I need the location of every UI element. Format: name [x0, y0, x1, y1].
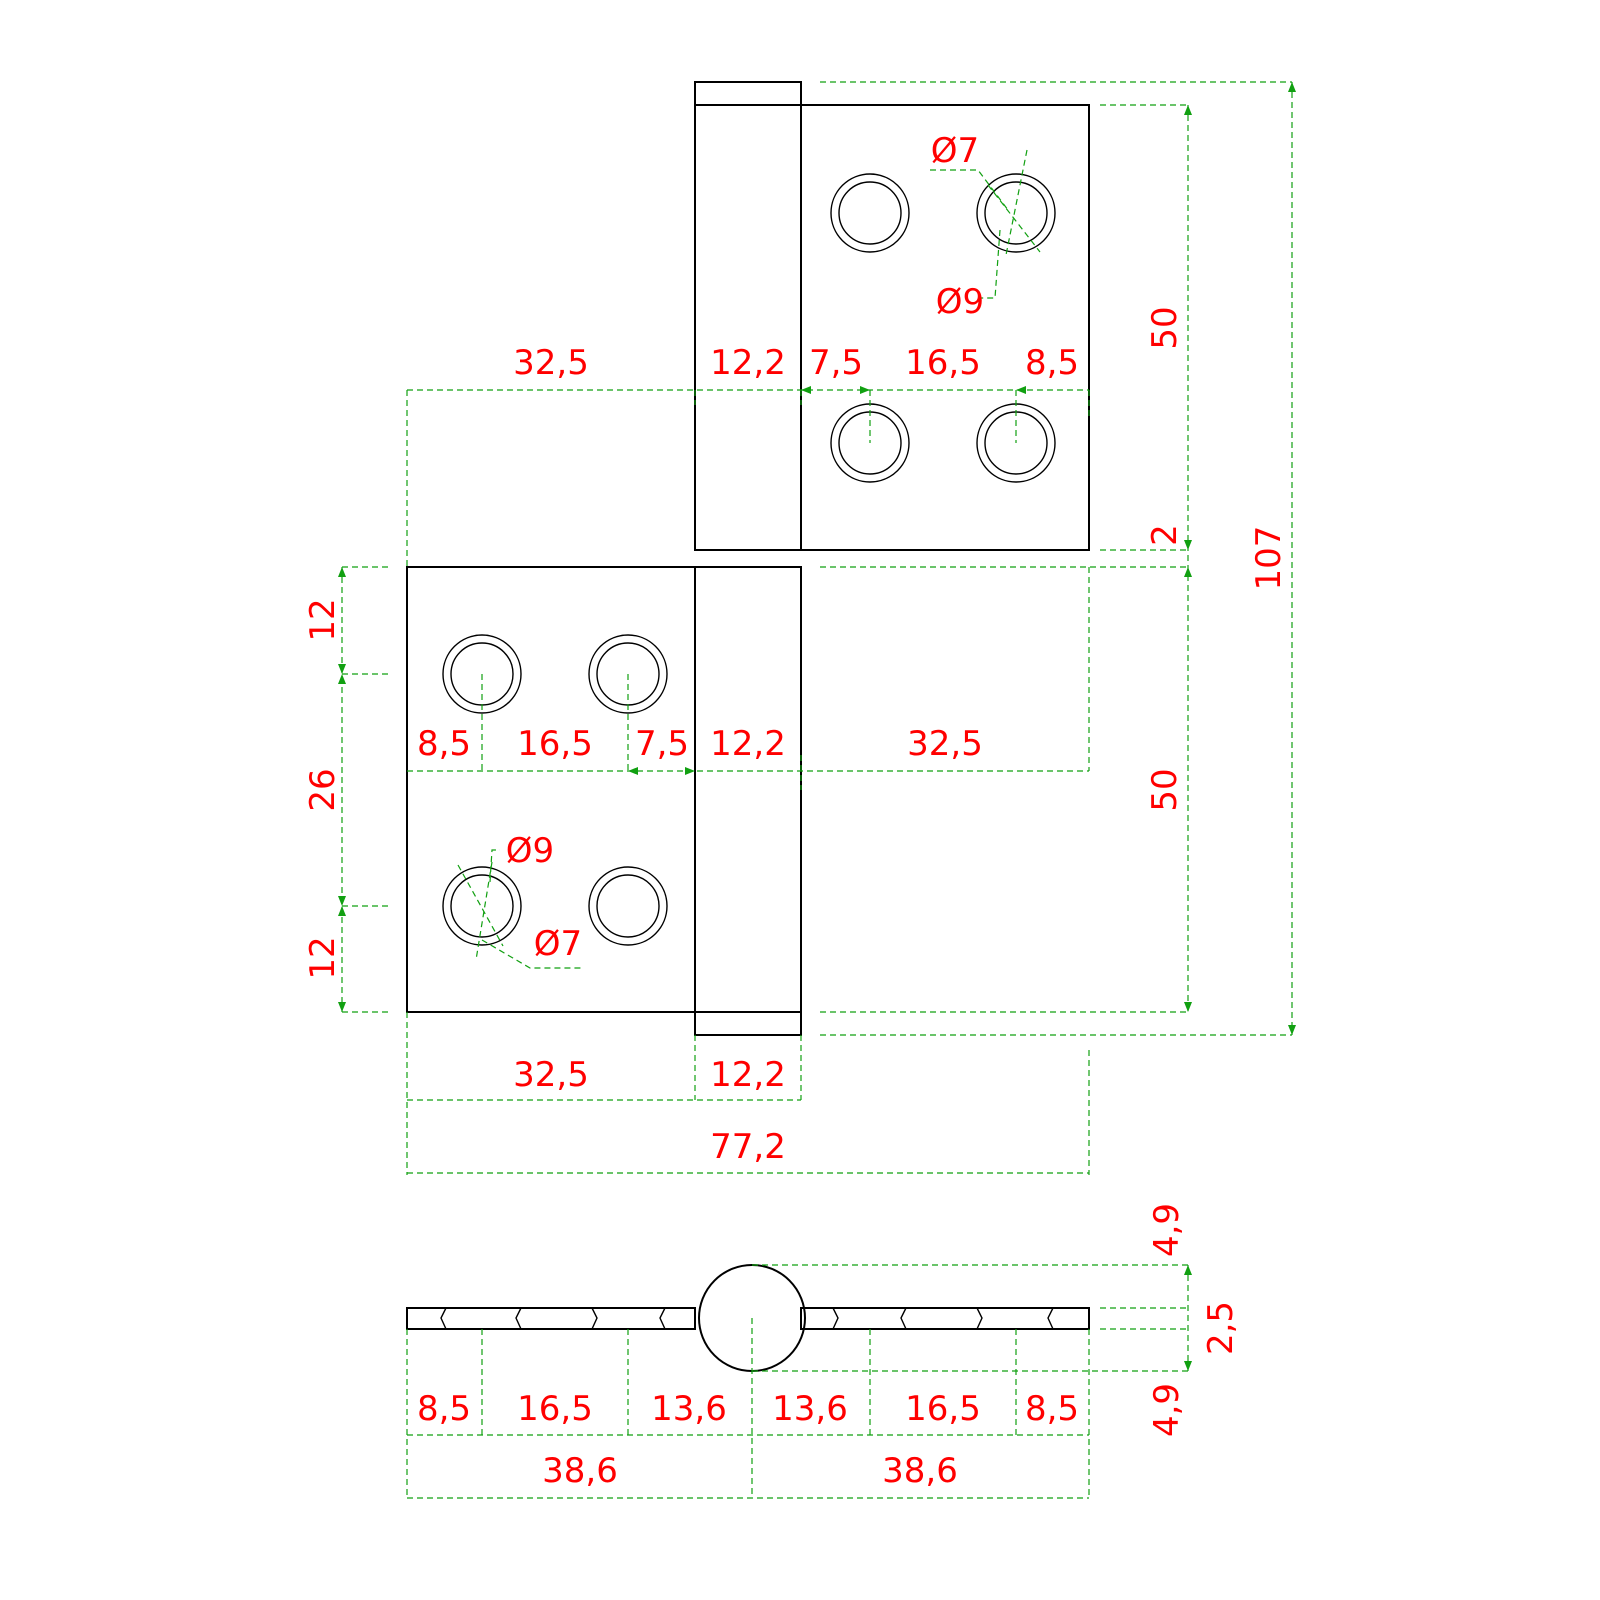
dim-label-diameter: Ø7 [931, 131, 979, 171]
side-right-leaf [800, 1307, 1090, 1330]
dim-label: 7,5 [809, 343, 863, 383]
lower-holes [442, 634, 668, 946]
dim-label: 2 [1145, 524, 1185, 546]
dimension-lines [341, 81, 1293, 1499]
dim-label: 7,5 [635, 724, 689, 764]
dimension-arrowhead [338, 664, 346, 674]
dim-label-diameter: Ø7 [534, 924, 582, 964]
dim-label: 50 [1145, 306, 1185, 349]
dim-label: 16,5 [517, 1389, 593, 1429]
dim-label: 32,5 [907, 724, 983, 764]
upper-knuckle-outline [694, 81, 802, 551]
dim-label: 107 [1249, 526, 1289, 591]
dimension-arrowhead [860, 386, 870, 394]
dimension-arrowhead [338, 567, 346, 577]
side-view [406, 1264, 1090, 1372]
dim-label: 12,2 [710, 724, 786, 764]
dim-label: 16,5 [905, 1389, 981, 1429]
dimension-arrowhead [338, 896, 346, 906]
hole-outer-countersink [830, 173, 910, 253]
upper-leaf [694, 81, 1090, 551]
dimension-arrows [338, 82, 1296, 1371]
dim-label: 4,9 [1147, 1383, 1187, 1437]
dimension-arrowhead [685, 767, 695, 775]
hole-inner-bore [450, 874, 514, 938]
dim-label: 32,5 [513, 1055, 589, 1095]
dim-label: 12 [303, 598, 343, 641]
dimension-arrowhead [338, 674, 346, 684]
dim-label: 16,5 [905, 343, 981, 383]
side-left-leaf [406, 1307, 696, 1330]
dimension-arrowhead [1184, 1361, 1192, 1371]
dimension-arrowhead [1184, 105, 1192, 115]
dim-label: 8,5 [417, 724, 471, 764]
dimension-arrowhead [1288, 82, 1296, 92]
dim-label: 12,2 [710, 343, 786, 383]
dim-label: 12,2 [710, 1055, 786, 1095]
upper-leaf-plate-outline [800, 104, 1090, 551]
dim-label: 77,2 [710, 1127, 786, 1167]
lower-leaf [406, 566, 802, 1036]
hole-outer-countersink [442, 866, 522, 946]
dimension-labels: 32,5 12,2 7,5 16,5 8,5 Ø7 Ø9 50 2 107 12… [303, 131, 1289, 1491]
dim-label-diameter: Ø9 [936, 282, 984, 322]
dim-label: 38,6 [542, 1451, 618, 1491]
dim-label-diameter: Ø9 [506, 831, 554, 871]
hole-outer-countersink [976, 173, 1056, 253]
dim-label: 8,5 [1025, 343, 1079, 383]
dim-label: 32,5 [513, 343, 589, 383]
dimension-arrowhead [338, 906, 346, 916]
dimension-arrowhead [1184, 1002, 1192, 1012]
dimension-arrowhead [1184, 1265, 1192, 1275]
dim-label: 13,6 [651, 1389, 727, 1429]
dimension-arrowhead [1184, 540, 1192, 550]
countersink-marks [440, 1307, 1054, 1330]
hole-outer-countersink [442, 634, 522, 714]
hole-outer-countersink [588, 866, 668, 946]
dim-label: 26 [303, 768, 343, 811]
dim-label: 8,5 [417, 1389, 471, 1429]
lower-knuckle-outline [694, 566, 802, 1036]
upper-holes [830, 173, 1056, 483]
dimension-arrowhead [1288, 1025, 1296, 1035]
hole-inner-bore [596, 874, 660, 938]
dimension-arrowhead [628, 767, 638, 775]
dim-label: 50 [1145, 768, 1185, 811]
hole-inner-bore [838, 181, 902, 245]
dim-label: 12 [303, 936, 343, 979]
dimension-arrowhead [338, 1002, 346, 1012]
dim-label: 38,6 [882, 1451, 958, 1491]
dim-label: 8,5 [1025, 1389, 1079, 1429]
dimension-arrowhead [1016, 386, 1026, 394]
dimension-arrowhead [1184, 567, 1192, 577]
dimension-arrowhead [801, 386, 811, 394]
hole-outer-countersink [588, 634, 668, 714]
hole-inner-bore [984, 181, 1048, 245]
dim-label: 4,9 [1147, 1203, 1187, 1257]
dim-label: 13,6 [772, 1389, 848, 1429]
dim-label: 2,5 [1201, 1301, 1241, 1355]
dim-label: 16,5 [517, 724, 593, 764]
